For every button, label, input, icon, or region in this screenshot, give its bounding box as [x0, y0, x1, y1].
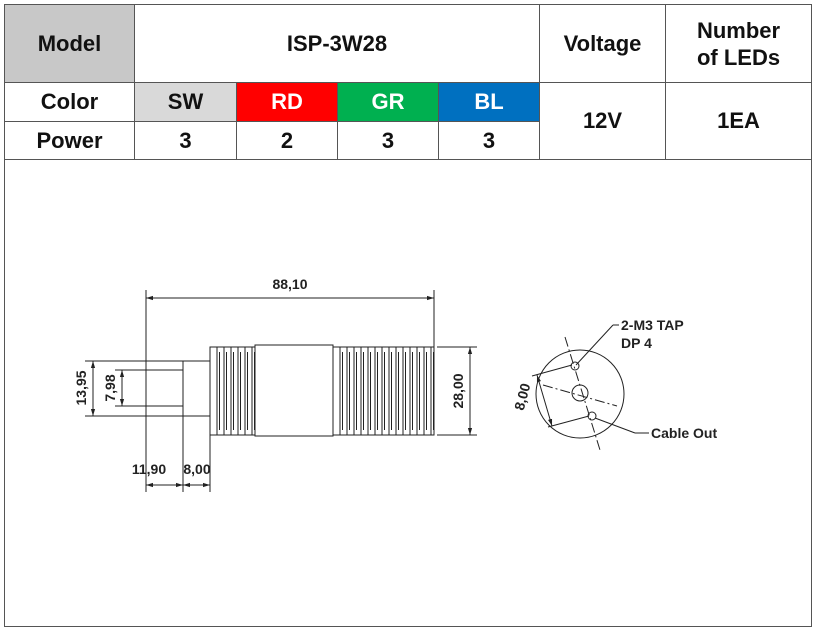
dim-cable-len: 11,90: [132, 461, 166, 477]
cable-body: [145, 369, 184, 407]
power-label: Power: [4, 121, 135, 160]
leds-label: Number of LEDs: [665, 4, 813, 83]
color-bl: BL: [437, 82, 541, 122]
dim-cable-outer: 13,95: [73, 370, 89, 405]
dim-cable-inner: 7,98: [102, 374, 118, 401]
cable-out-label: Cable Out: [651, 425, 717, 441]
dim-outer-diameter: 28,00: [450, 373, 466, 408]
color-label: Color: [4, 82, 135, 122]
drawing-cell: 88,10 28,00 13,95 7,9: [3, 159, 813, 627]
color-rd: RD: [236, 82, 338, 122]
technical-drawing: 88,10 28,00 13,95 7,9: [73, 276, 717, 492]
color-gr: GR: [337, 82, 439, 122]
leds-label-line1: Number: [696, 17, 781, 43]
voltage-label: Voltage: [539, 4, 667, 83]
dim-length: 88,10: [272, 276, 307, 292]
fin-block-right: [332, 346, 435, 436]
tap-hole-bottom: [587, 411, 597, 421]
dim-hole-spacing: 8,00: [511, 381, 534, 412]
cap-body: [182, 360, 211, 417]
dim-cap-len: 8,00: [183, 461, 210, 477]
cable-hole: [571, 384, 589, 402]
model-value: ISP-3W28: [133, 4, 541, 83]
color-sw: SW: [134, 82, 237, 122]
tap-label-line2: DP 4: [621, 335, 652, 351]
tap-label-line1: 2-M3 TAP: [621, 317, 684, 333]
center-body: [254, 344, 334, 437]
power-sw: 3: [134, 121, 237, 160]
model-label: Model: [4, 4, 135, 83]
power-gr: 3: [337, 121, 439, 160]
fins-left: [216, 347, 255, 435]
power-bl: 3: [437, 121, 541, 160]
power-rd: 2: [236, 121, 338, 160]
leds-value: 1EA: [665, 82, 813, 160]
leds-label-line2: of LEDs: [696, 44, 781, 70]
tap-hole-top: [570, 361, 580, 371]
spec-table: Model ISP-3W28 Voltage Number of LEDs Co…: [3, 4, 813, 627]
voltage-value: 12V: [539, 82, 667, 160]
fins-right: [339, 347, 434, 435]
end-view-circle: [535, 349, 625, 439]
